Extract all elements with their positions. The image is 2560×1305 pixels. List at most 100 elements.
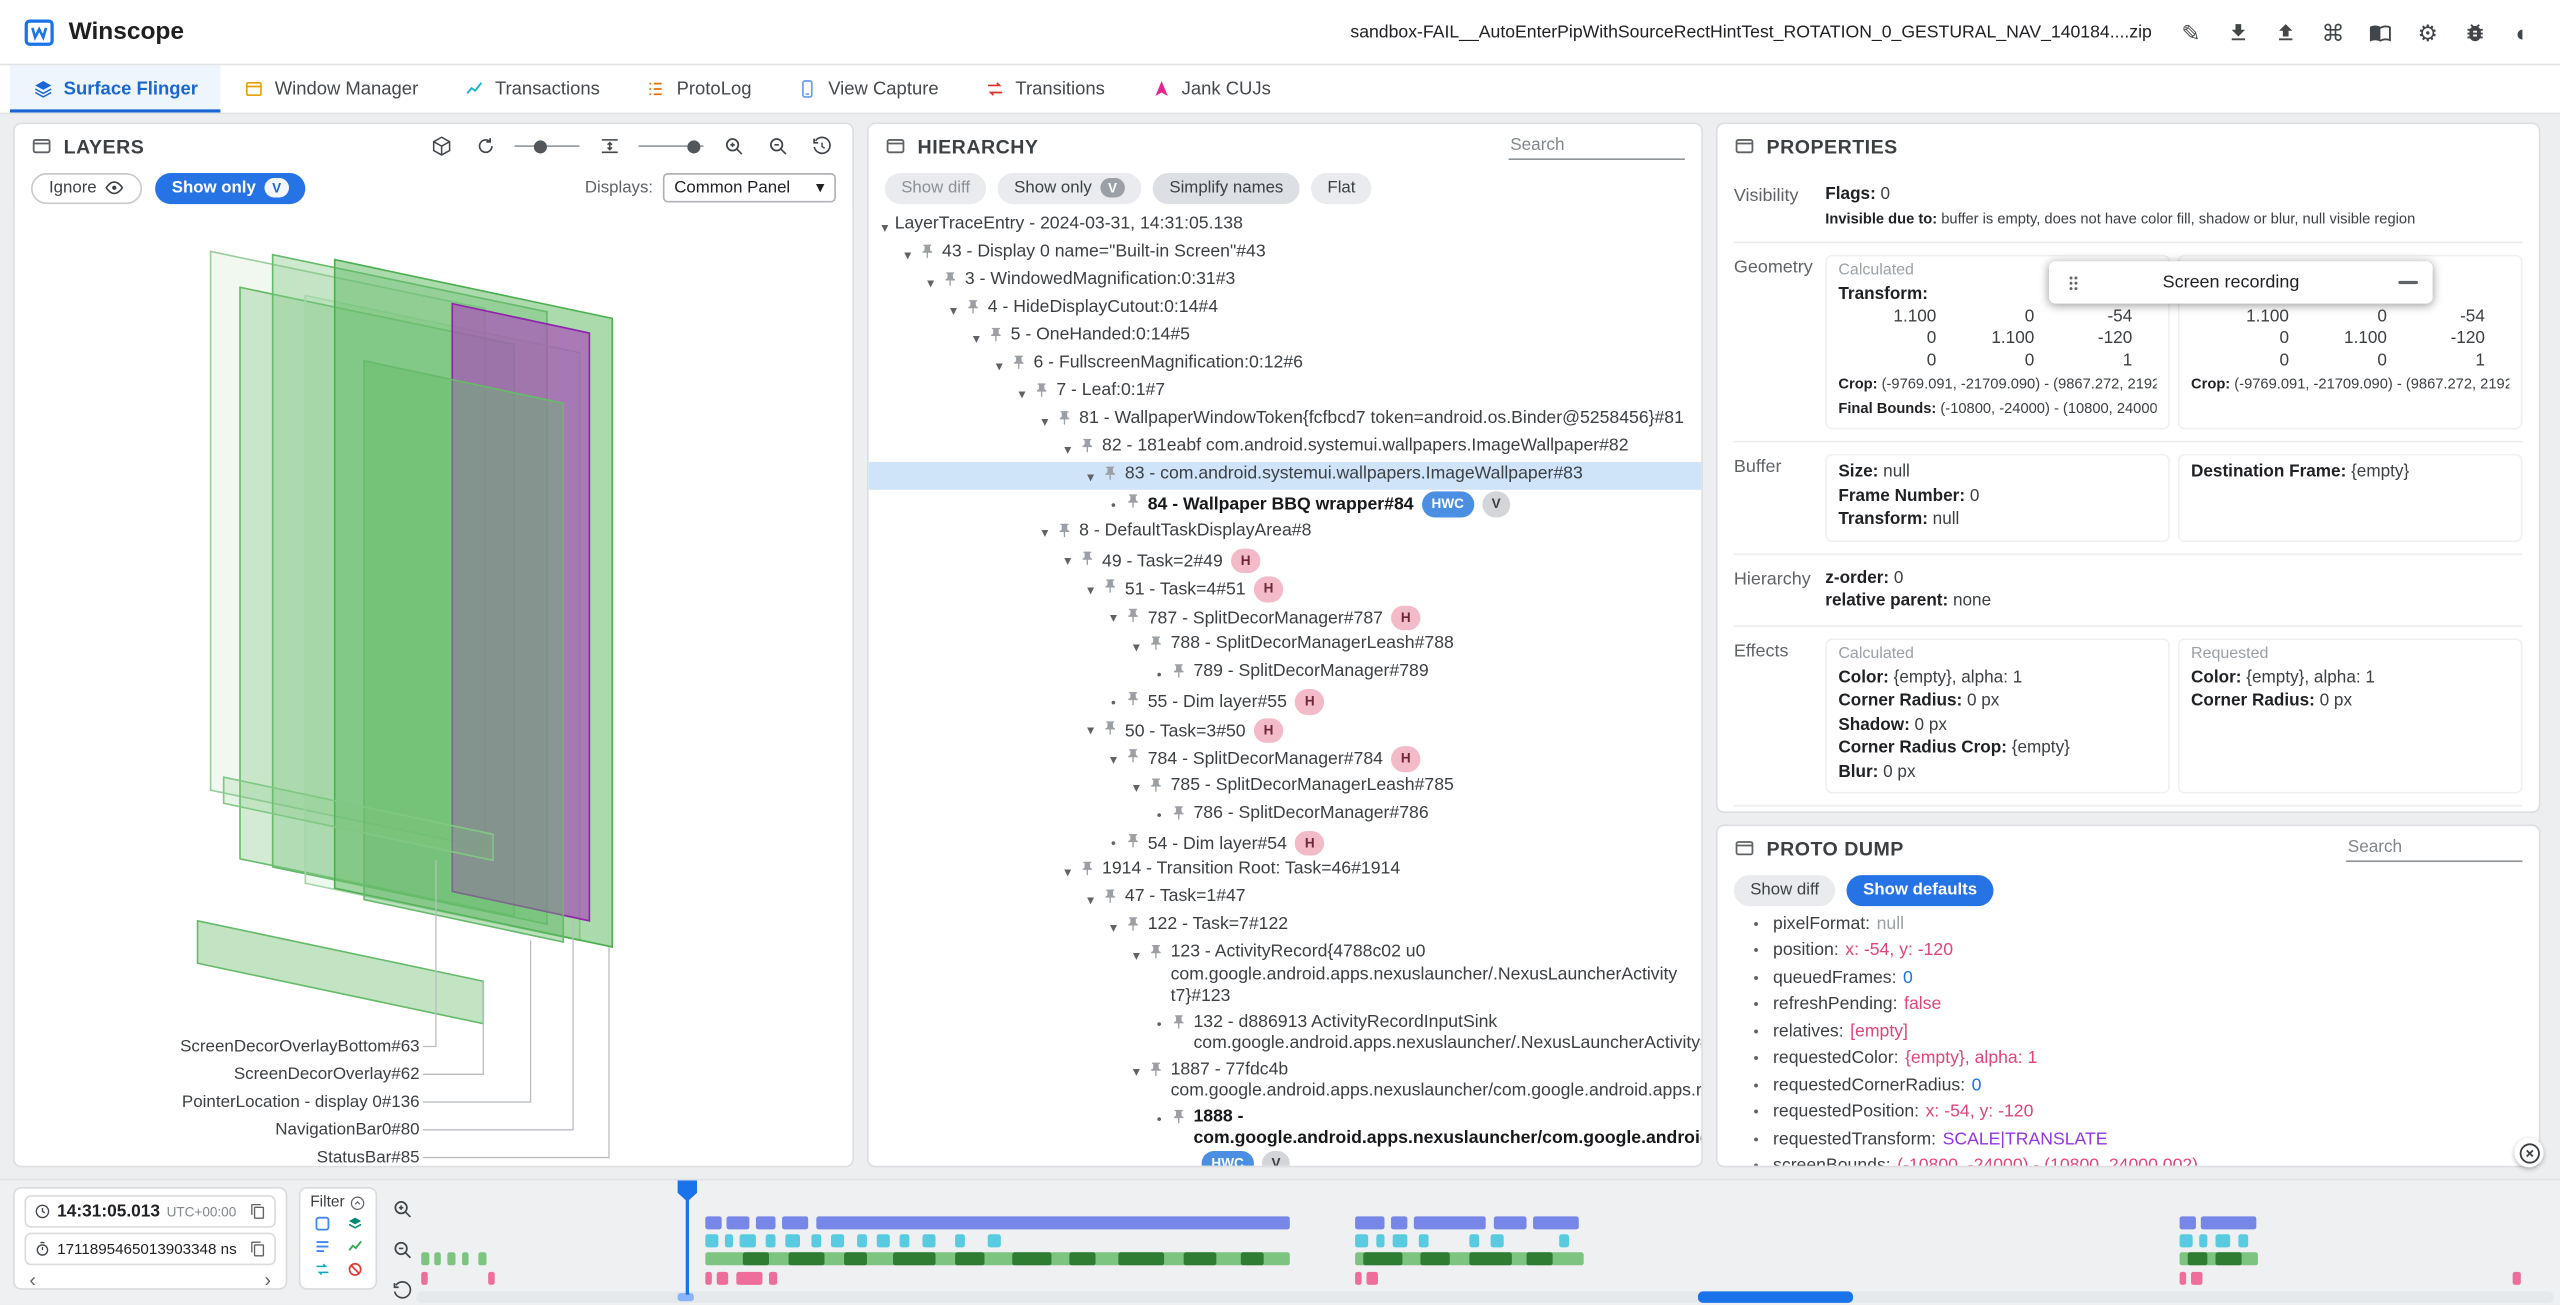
- tree-node[interactable]: ▾123 - ActivityRecord{4788c02 u0 com.goo…: [869, 940, 1702, 1009]
- tab-protolog[interactable]: ProtoLog: [623, 65, 775, 112]
- timeline-segment-transactions[interactable]: [724, 1234, 734, 1248]
- minimize-button[interactable]: [2398, 280, 2418, 285]
- pin-icon[interactable]: [1171, 663, 1189, 681]
- tab-surface-flinger[interactable]: Surface Flinger: [9, 65, 221, 113]
- tab-transitions[interactable]: Transitions: [961, 65, 1127, 112]
- timeline-segment-transitions-base[interactable]: [462, 1252, 469, 1266]
- tree-node[interactable]: •1888 - com.google.android.apps.nexuslau…: [869, 1104, 1701, 1166]
- timeline-segment-surfaceflinger[interactable]: [816, 1216, 1290, 1230]
- timeline-segment-transactions[interactable]: [739, 1234, 756, 1248]
- timeline-segment-jank[interactable]: [2512, 1271, 2521, 1285]
- timeline-segment-surfaceflinger[interactable]: [726, 1216, 750, 1230]
- timeline-segment-transactions[interactable]: [899, 1234, 910, 1248]
- timeline-segment-transitions-active[interactable]: [1118, 1252, 1165, 1266]
- tree-node[interactable]: ▾43 - Display 0 name="Built-in Screen"#4…: [869, 240, 1702, 268]
- timeline-segment-transactions[interactable]: [705, 1234, 719, 1248]
- reset-view-button[interactable]: [807, 131, 836, 160]
- spacing-slider[interactable]: [638, 138, 704, 154]
- timeline-zoom-reset-button[interactable]: [387, 1275, 416, 1304]
- expand-arrow-icon[interactable]: ▾: [1109, 918, 1117, 935]
- timeline-segment-surfaceflinger[interactable]: [705, 1216, 722, 1230]
- tree-node[interactable]: ▾122 - Task=7#122: [869, 913, 1702, 941]
- proto-search-input[interactable]: [2346, 834, 2523, 863]
- filter-protolog-icon[interactable]: [313, 1238, 331, 1256]
- next-entry-button[interactable]: ›: [264, 1268, 272, 1292]
- expand-arrow-icon[interactable]: ▾: [881, 217, 889, 235]
- documentation-button[interactable]: [2366, 17, 2395, 46]
- dark-mode-toggle[interactable]: ◐: [2515, 18, 2530, 45]
- tab-view-capture[interactable]: View Capture: [774, 65, 961, 112]
- ignore-filter-chip[interactable]: Ignore: [31, 172, 143, 204]
- tree-node[interactable]: ▾785 - SplitDecorManagerLeash#785: [869, 773, 1702, 801]
- timeline-cursor-handle[interactable]: [677, 1180, 698, 1202]
- timeline-segment-transactions[interactable]: [1392, 1234, 1408, 1248]
- filter-viewcapture-icon[interactable]: [313, 1215, 331, 1233]
- show-diff-chip[interactable]: Show diff: [884, 172, 987, 204]
- timeline-segment-transactions[interactable]: [785, 1234, 800, 1248]
- expand-arrow-icon[interactable]: ▾: [1109, 608, 1117, 626]
- timeline-overview[interactable]: [416, 1291, 2554, 1303]
- expand-arrow-icon[interactable]: ▾: [904, 245, 912, 263]
- collapse-filter-icon[interactable]: [349, 1194, 365, 1210]
- drag-handle-icon[interactable]: [2064, 272, 2084, 293]
- timeline-segment-transitions-active[interactable]: [955, 1252, 985, 1266]
- timeline-segment-surfaceflinger[interactable]: [1391, 1216, 1408, 1230]
- pin-icon[interactable]: [1125, 493, 1143, 511]
- pin-icon[interactable]: [1079, 860, 1097, 878]
- proto-row[interactable]: •relatives:[empty]: [1718, 1019, 2539, 1046]
- edit-file-button[interactable]: ✎: [2181, 18, 2201, 45]
- screen-recording-window[interactable]: Screen recording: [2048, 261, 2433, 304]
- tab-transactions[interactable]: Transactions: [441, 65, 623, 112]
- timeline-segment-transactions[interactable]: [987, 1234, 1001, 1248]
- proto-row[interactable]: •queuedFrames:0: [1718, 965, 2539, 992]
- timeline-segment-transitions-base[interactable]: [478, 1252, 487, 1266]
- pin-icon[interactable]: [1148, 944, 1166, 962]
- proto-row[interactable]: •position:x: -54, y: -120: [1718, 938, 2539, 965]
- tree-node[interactable]: ▾83 - com.android.systemui.wallpapers.Im…: [868, 462, 1702, 490]
- layer-label[interactable]: NavigationBar0#80: [275, 1121, 420, 1140]
- timeline-segment-jank[interactable]: [488, 1271, 495, 1285]
- prev-entry-button[interactable]: ‹: [29, 1268, 36, 1292]
- pin-icon[interactable]: [1079, 438, 1097, 456]
- timeline-segment-jank[interactable]: [705, 1271, 712, 1285]
- expand-arrow-icon[interactable]: ▾: [949, 301, 957, 318]
- expand-arrow-icon[interactable]: ▾: [1087, 580, 1095, 597]
- layer-label[interactable]: StatusBar#85: [316, 1149, 420, 1168]
- copy-time-button[interactable]: [250, 1203, 266, 1219]
- tree-node[interactable]: ▾788 - SplitDecorManagerLeash#788: [869, 632, 1702, 660]
- timeline-zoom-out-button[interactable]: [387, 1234, 416, 1263]
- timeline-segment-transitions-active[interactable]: [1240, 1252, 1264, 1266]
- timeline-segment-transactions[interactable]: [1490, 1234, 1504, 1248]
- pin-icon[interactable]: [1033, 382, 1051, 400]
- report-bug-button[interactable]: [2460, 17, 2489, 46]
- flat-chip[interactable]: Flat: [1311, 172, 1372, 204]
- timeline-segment-transactions[interactable]: [1559, 1234, 1569, 1248]
- timeline-segment-transitions-active[interactable]: [1526, 1252, 1553, 1266]
- tab-window-manager[interactable]: Window Manager: [221, 65, 441, 112]
- proto-row[interactable]: •requestedCornerRadius:0: [1718, 1073, 2539, 1100]
- tree-node[interactable]: •132 - d886913 ActivityRecordInputSink c…: [869, 1010, 1701, 1057]
- pin-icon[interactable]: [1148, 776, 1166, 794]
- timeline-segment-transitions-base[interactable]: [447, 1252, 456, 1266]
- timeline-segment-transitions-active[interactable]: [1420, 1252, 1450, 1266]
- show-diff-chip[interactable]: Show diff: [1733, 874, 1836, 906]
- tree-node[interactable]: ▾82 - 181eabf com.android.systemui.wallp…: [869, 434, 1702, 462]
- pin-icon[interactable]: [1125, 832, 1143, 850]
- timeline-segment-transitions-base[interactable]: [434, 1252, 441, 1266]
- tree-node[interactable]: ▾3 - WindowedMagnification:0:31#3: [869, 268, 1702, 296]
- timeline-segment-transactions[interactable]: [2199, 1234, 2208, 1248]
- expand-arrow-icon[interactable]: ▾: [1064, 862, 1072, 880]
- expand-arrow-icon[interactable]: ▾: [1087, 721, 1095, 738]
- timeline-segment-transitions-active[interactable]: [788, 1252, 825, 1266]
- tree-node[interactable]: ▾4 - HideDisplayCutout:0:14#4: [869, 296, 1702, 324]
- tree-node[interactable]: •786 - SplitDecorManager#786: [869, 801, 1702, 829]
- timeline-canvas[interactable]: [416, 1180, 2560, 1305]
- pin-icon[interactable]: [919, 243, 937, 261]
- timeline-segment-transitions-active[interactable]: [2215, 1252, 2242, 1266]
